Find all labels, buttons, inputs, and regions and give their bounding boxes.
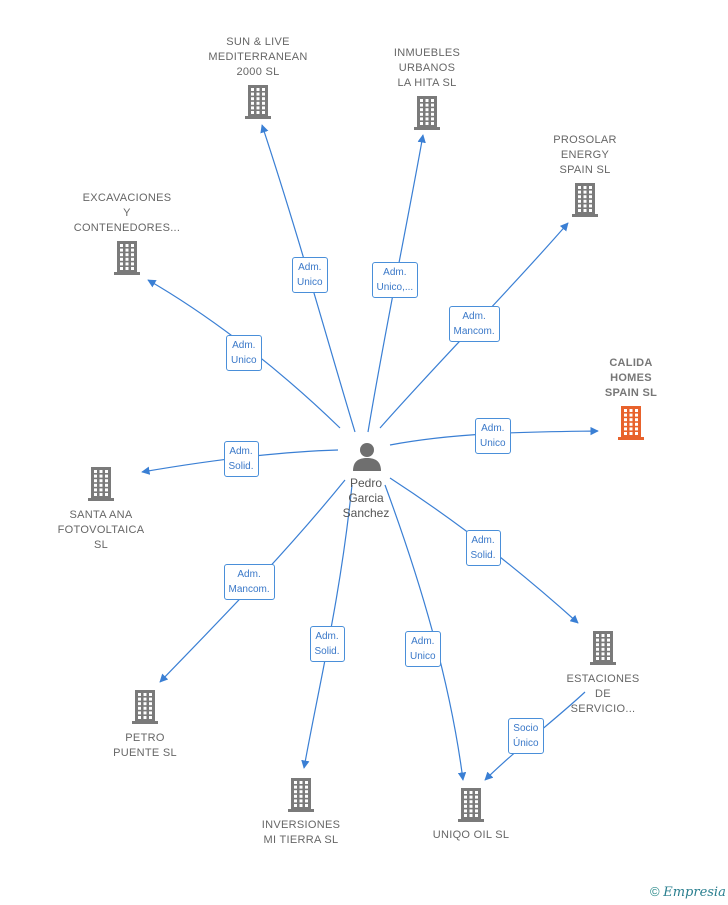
building-icon-excavaciones[interactable]	[114, 241, 140, 275]
building-icon-petro[interactable]	[132, 690, 158, 724]
person-icon[interactable]	[351, 440, 383, 472]
edge-label-sun-live[interactable]: Adm. Unico	[292, 257, 328, 293]
node-label-inversiones[interactable]: INVERSIONES MI TIERRA SL	[261, 819, 341, 846]
building-icon-inmuebles[interactable]	[414, 96, 440, 130]
edge-label-santa-ana[interactable]: Adm. Solid.	[223, 441, 259, 477]
node-label-prosolar[interactable]: PROSOLAR ENERGY SPAIN SL	[553, 134, 617, 176]
edge-label-inmuebles[interactable]: Adm. Unico,...	[371, 262, 419, 298]
edge-label-inversiones[interactable]: Adm. Solid.	[309, 626, 345, 662]
edge-label-estaciones[interactable]: Adm. Solid.	[465, 530, 501, 566]
node-label-estaciones[interactable]: ESTACIONES DE SERVICIO...	[566, 673, 640, 715]
building-icons	[88, 85, 644, 822]
building-icon-estaciones[interactable]	[590, 631, 616, 665]
copyright-icon: ©	[650, 884, 660, 899]
brand-name: Empresia	[663, 885, 726, 900]
building-icon-prosolar[interactable]	[572, 183, 598, 217]
footer-brand: © Empresia	[650, 884, 726, 900]
node-label-sun-live[interactable]: SUN & LIVE MEDITERRANEAN 2000 SL	[208, 36, 308, 78]
edge-label-excavaciones[interactable]: Adm. Unico	[226, 335, 262, 371]
edge-label-uniqo[interactable]: Adm. Unico	[405, 631, 441, 667]
node-label-calida[interactable]: CALIDA HOMES SPAIN SL	[604, 357, 658, 399]
edge-label-calida[interactable]: Adm. Unico	[475, 418, 511, 454]
building-icon-calida[interactable]	[618, 406, 644, 440]
edge-label-prosolar[interactable]: Adm. Mancom.	[448, 306, 500, 342]
node-label-petro[interactable]: PETRO PUENTE SL	[113, 732, 177, 759]
person-name[interactable]: Pedro Garcia Sanchez	[342, 476, 390, 520]
node-label-santa-ana[interactable]: SANTA ANA FOTOVOLTAICA SL	[57, 509, 145, 551]
building-icon-uniqo[interactable]	[458, 788, 484, 822]
building-icon-santa-ana[interactable]	[88, 467, 114, 501]
node-label-excavaciones[interactable]: EXCAVACIONES Y CONTENEDORES...	[73, 192, 181, 234]
edge-line-uniqo	[384, 484, 467, 781]
node-label-uniqo[interactable]: UNIQO OIL SL	[432, 829, 510, 841]
edge-label-petro[interactable]: Adm. Mancom.	[223, 564, 275, 600]
building-icon-sun-live[interactable]	[245, 85, 271, 119]
node-label-inmuebles[interactable]: INMUEBLES URBANOS LA HITA SL	[393, 47, 461, 89]
edge-label-uniqo[interactable]: Socio Único	[508, 718, 544, 754]
building-icon-inversiones[interactable]	[288, 778, 314, 812]
